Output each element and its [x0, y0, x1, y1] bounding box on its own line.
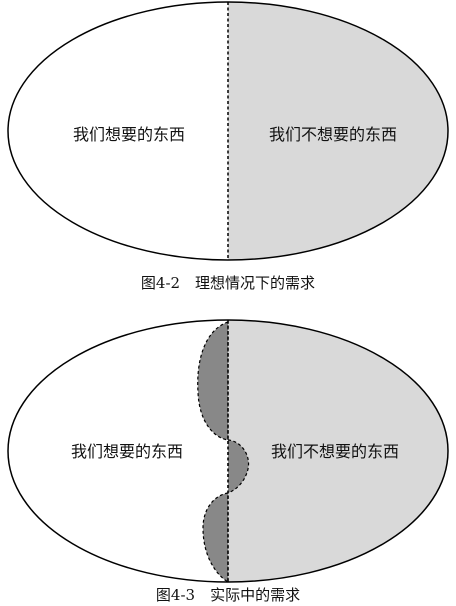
overlap-regions — [197, 321, 250, 582]
unwanted-label: 我们不想要的东西 — [271, 442, 399, 461]
unwanted-label: 我们不想要的东西 — [269, 125, 397, 144]
overlap-blob-lower — [202, 492, 229, 582]
overlap-blob-middle — [227, 439, 250, 494]
wanted-label: 我们想要的东西 — [71, 442, 183, 461]
figure-caption: 图4-3 实际中的需求 — [156, 586, 300, 604]
figure-4-2: 我们想要的东西 我们不想要的东西 图4-2 理想情况下的需求 — [7, 1, 449, 292]
figure-caption: 图4-2 理想情况下的需求 — [141, 274, 315, 292]
overlap-blob-upper — [197, 321, 229, 441]
wanted-label: 我们想要的东西 — [73, 125, 185, 144]
figure-4-3: 我们想要的东西 我们不想要的东西 图4-3 实际中的需求 — [7, 319, 449, 604]
